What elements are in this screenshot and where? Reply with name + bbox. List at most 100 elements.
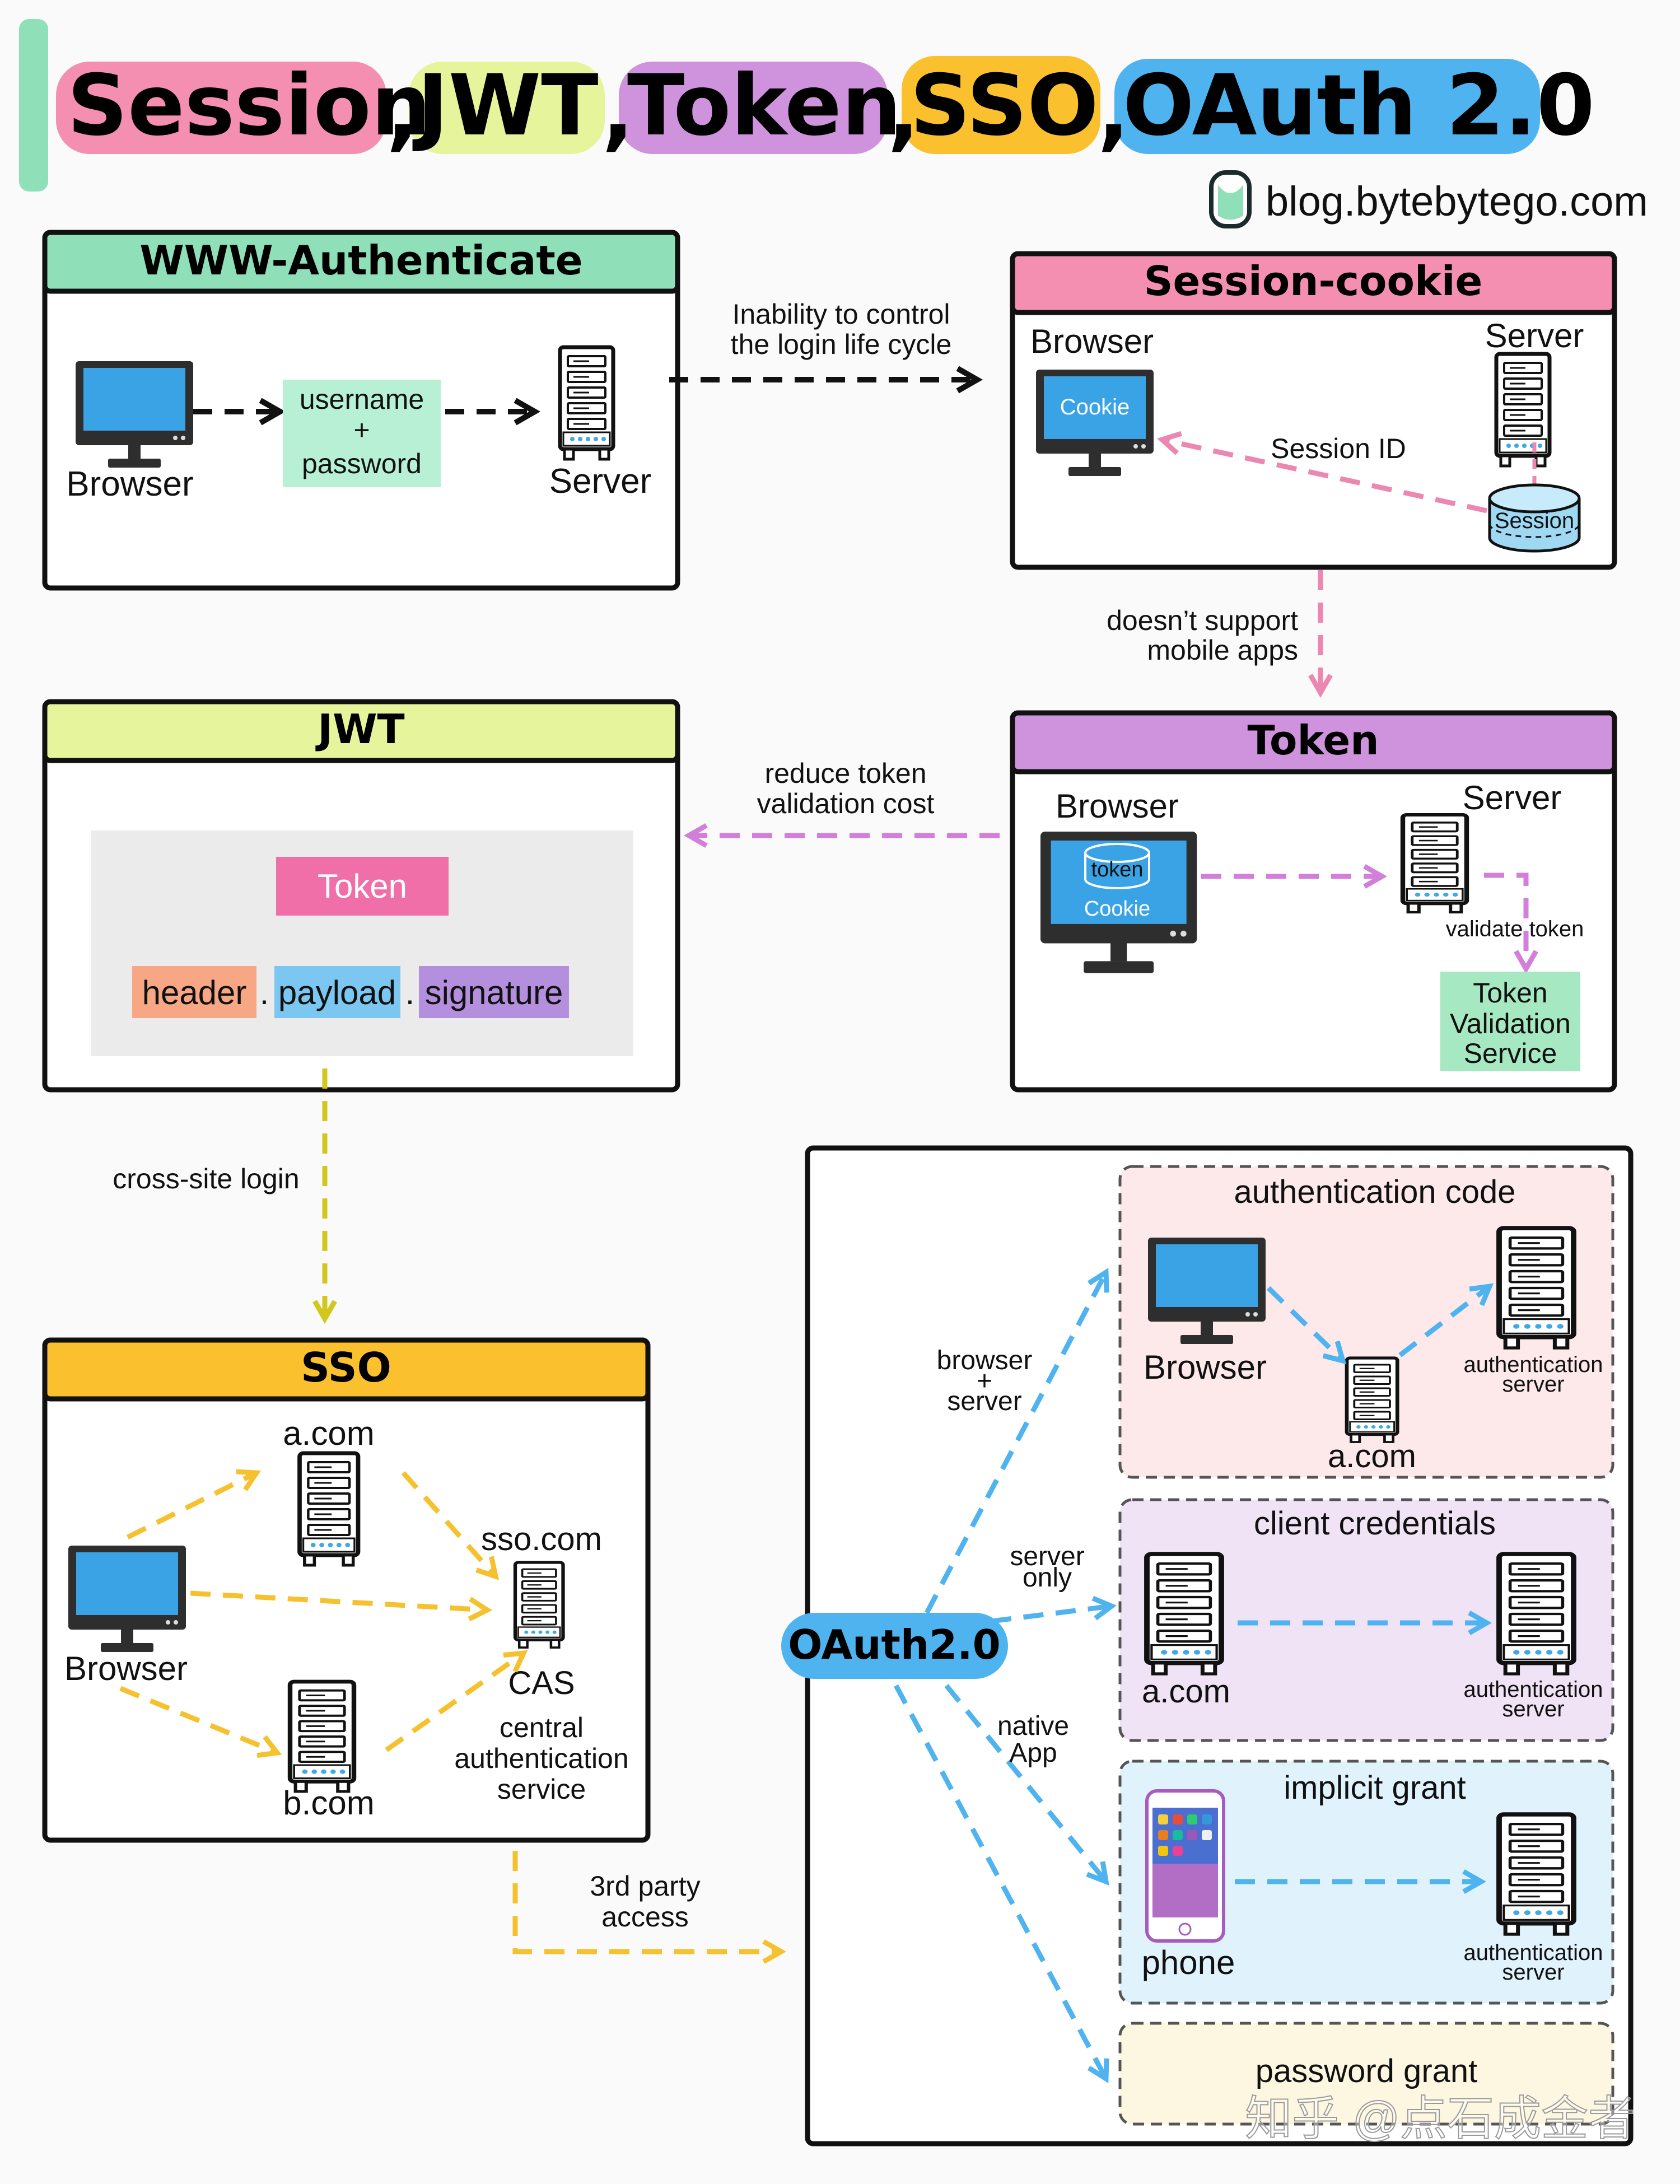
auth-server-line2: server xyxy=(1502,1960,1564,1985)
link-label-line1: 3rd party xyxy=(590,1870,700,1902)
password-grant-box xyxy=(1118,2022,1614,2126)
service-line3: Service xyxy=(1464,1038,1557,1069)
www-authenticate-title: WWW-Authenticate xyxy=(139,237,582,284)
browser-label: Browser xyxy=(1144,1348,1267,1386)
arrow-hub-to-client-credentials xyxy=(991,1595,1117,1624)
arrow-hub-to-implicit xyxy=(944,1684,1109,1886)
implicit-grant-title: implicit grant xyxy=(1284,1770,1466,1806)
token-title: Token xyxy=(1247,717,1379,764)
jwt-dot: . xyxy=(405,974,415,1011)
brand: blog.bytebytego.com xyxy=(1209,170,1648,228)
link-label-line2: mobile apps xyxy=(1147,634,1298,666)
token-cylinder-icon xyxy=(1084,843,1150,889)
brand-url: blog.bytebytego.com xyxy=(1266,178,1648,225)
jwt-part-signature-label: signature xyxy=(425,974,563,1011)
link-label: cross-site login xyxy=(113,1163,299,1194)
jwt-dot: . xyxy=(260,974,269,1011)
browser-label: Browser xyxy=(64,1650,188,1687)
password-grant-title: password grant xyxy=(1256,2053,1478,2089)
server-label: Server xyxy=(1485,317,1584,354)
auth-server-line2: server xyxy=(1502,1372,1564,1397)
sso-panel: SSO Browser a.com b.com sso.com CAS cent… xyxy=(42,1337,651,1843)
validate-token-label: validate token xyxy=(1446,917,1584,941)
branch-label: App xyxy=(1009,1738,1057,1768)
link-label-line1: reduce token xyxy=(764,758,926,789)
title-separator: , xyxy=(386,63,418,160)
title-separator: , xyxy=(602,63,634,160)
credentials-box xyxy=(283,380,441,487)
jwt-header xyxy=(42,699,680,763)
jwt-part-payload xyxy=(274,966,400,1018)
arrow-browser-to-sso xyxy=(190,1590,493,1622)
cas-line3: service xyxy=(497,1774,586,1805)
branch-label: only xyxy=(1023,1563,1072,1593)
jwt-part-payload-label: payload xyxy=(278,974,396,1011)
auth-server-line1: authentication xyxy=(1463,1352,1603,1377)
oauth-hub xyxy=(781,1613,1008,1679)
jwt-token-box xyxy=(276,857,449,916)
service-line1: Token xyxy=(1473,977,1547,1009)
server-icon xyxy=(1499,1554,1574,1674)
arrow-session-id xyxy=(1157,431,1487,514)
title-highlight-sso xyxy=(902,56,1100,154)
phone-icon xyxy=(1145,1789,1225,1943)
client-credentials-title: client credentials xyxy=(1254,1505,1496,1542)
branch-label: + xyxy=(977,1366,992,1396)
title-highlight-session xyxy=(56,62,386,154)
arrow-sso-to-oauth xyxy=(512,1851,787,1964)
session-store-label: Session xyxy=(1495,508,1574,533)
arrow-b-to-sso xyxy=(385,1650,528,1752)
bytebytego-logo-icon xyxy=(1209,170,1252,228)
browser-label: Browser xyxy=(1030,323,1154,360)
link-label-line2: access xyxy=(601,1901,689,1933)
jwt-part-header xyxy=(132,966,256,1018)
browser-label: Browser xyxy=(66,465,193,503)
server-icon xyxy=(1347,1358,1397,1442)
cookie-label: Cookie xyxy=(1060,395,1130,419)
cas-line1: central xyxy=(500,1712,584,1743)
branch-label: server xyxy=(947,1387,1021,1416)
arrow-browser-to-b xyxy=(119,1686,282,1758)
arrow-client-to-auth-server xyxy=(1398,1283,1494,1357)
token-panel: Token Browser token Cookie Server valida… xyxy=(1010,710,1617,1093)
link-label-line2: validation cost xyxy=(757,788,935,819)
server-icon xyxy=(300,1453,358,1565)
credential-username: username xyxy=(300,384,424,415)
session-id-label: Session ID xyxy=(1271,433,1406,464)
title: Session , JWT , Token , SSO , OAuth 2.0 xyxy=(56,56,1595,160)
title-highlight-token xyxy=(619,62,888,154)
watermark: 知乎 @点石成金者 xyxy=(1245,2092,1635,2145)
www-authenticate-panel: WWW-Authenticate Browser username + pass… xyxy=(42,230,680,591)
session-cookie-header xyxy=(1010,251,1617,315)
arrow-hub-to-password xyxy=(894,1684,1109,2084)
jwt-part-header-label: header xyxy=(142,974,247,1011)
jwt-panel: JWT Token header . payload . signature xyxy=(42,699,680,1093)
cas-label: CAS xyxy=(508,1665,575,1701)
client-label: a.com xyxy=(1142,1673,1230,1710)
cas-line2: authentication xyxy=(454,1743,628,1774)
server-icon xyxy=(1499,1228,1574,1348)
title-highlight-jwt xyxy=(409,62,605,154)
auth-server-line2: server xyxy=(1502,1697,1564,1721)
oauth-panel: authentication code Browser a.com authen… xyxy=(781,1145,1634,2146)
link-label-line1: doesn’t support xyxy=(1107,605,1298,636)
title-separator: , xyxy=(888,63,920,160)
title-word-session: Session xyxy=(67,57,431,155)
title-word-oauth: OAuth 2.0 xyxy=(1123,57,1595,155)
title-accent-bar xyxy=(19,19,48,192)
credential-password: password xyxy=(302,448,422,479)
server-icon xyxy=(1496,354,1550,466)
sso-site-label: sso.com xyxy=(481,1521,602,1557)
phone-label: phone xyxy=(1142,1944,1235,1981)
title-word-jwt: JWT xyxy=(412,57,599,155)
server-icon xyxy=(1403,815,1467,912)
server-icon xyxy=(1147,1554,1221,1674)
branch-label: browser xyxy=(937,1346,1033,1375)
branch-label: native xyxy=(997,1711,1069,1741)
server-icon xyxy=(290,1682,354,1791)
browser-label: Browser xyxy=(1056,787,1179,825)
title-highlight-oauth xyxy=(1114,59,1540,154)
auth-server-line1: authentication xyxy=(1463,1677,1603,1702)
jwt-part-signature xyxy=(419,966,569,1018)
